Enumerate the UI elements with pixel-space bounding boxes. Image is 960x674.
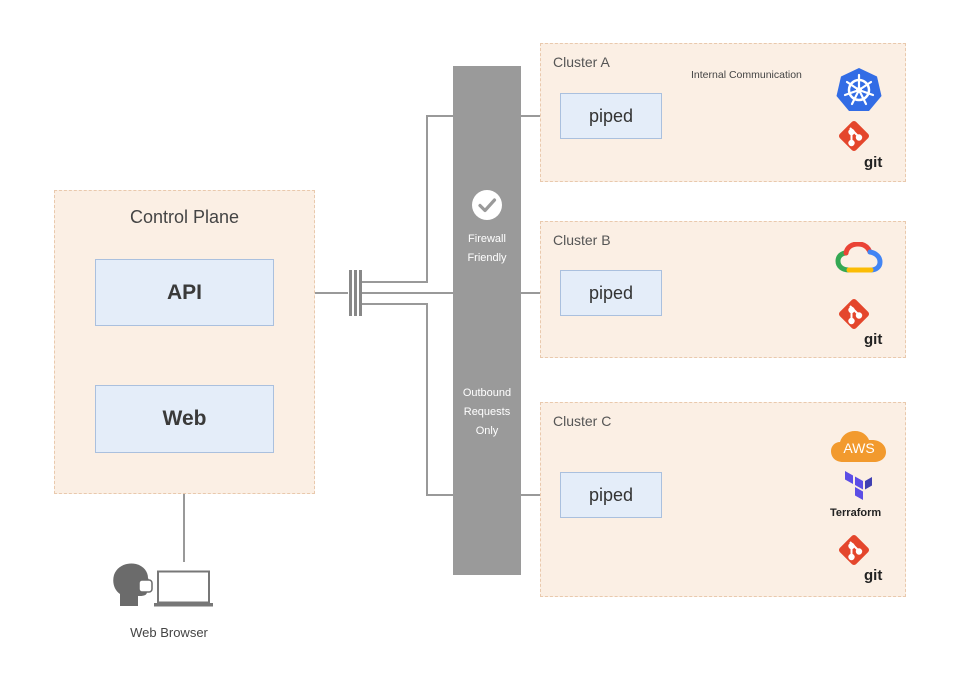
terraform-icon xyxy=(845,471,872,500)
outbound-label-line3: Only xyxy=(475,425,499,437)
cluster-c-piped: piped xyxy=(560,472,662,518)
outbound-label-line1: Outbound xyxy=(462,387,512,399)
api-box: API xyxy=(95,259,274,326)
cluster-a-piped: piped xyxy=(560,93,662,139)
git-text: git xyxy=(864,154,883,171)
cluster-a-title: Cluster A xyxy=(553,54,610,70)
web-browser-label: Web Browser xyxy=(130,625,208,640)
control-plane-title: Control Plane xyxy=(129,207,240,227)
firewall-label-line1: Firewall xyxy=(468,233,506,245)
internal-communication-label: Internal Communication xyxy=(691,69,802,81)
aws-icon xyxy=(831,431,886,462)
git-text: git xyxy=(864,331,883,348)
git-text: git xyxy=(864,567,883,584)
cluster-b-piped: piped xyxy=(560,270,662,316)
connector-bundle xyxy=(349,270,352,316)
web-box: Web xyxy=(95,385,274,453)
cluster-a-piped-label: piped xyxy=(588,105,634,126)
cluster-b-piped-label: piped xyxy=(588,282,634,303)
git-icon xyxy=(838,120,870,152)
cluster-c-title: Cluster C xyxy=(553,413,612,429)
terraform-text: Terraform xyxy=(830,507,882,519)
api-label: API xyxy=(166,280,202,304)
firewall-label-line2: Friendly xyxy=(467,252,507,264)
cluster-b-title: Cluster B xyxy=(553,232,611,248)
git-icon xyxy=(838,534,870,566)
firewall-bar: Firewall Friendly Outbound Requests Only xyxy=(453,66,521,575)
laptop-icon xyxy=(154,570,213,607)
git-icon xyxy=(838,298,870,330)
cluster-c-piped-label: piped xyxy=(588,484,634,505)
aws-text: AWS xyxy=(843,440,875,456)
kubernetes-icon xyxy=(836,68,882,111)
outbound-label-line2: Requests xyxy=(463,406,511,418)
web-label: Web xyxy=(162,407,207,430)
google-cloud-icon xyxy=(835,242,883,273)
check-icon xyxy=(472,190,502,220)
user-icon xyxy=(113,563,153,606)
